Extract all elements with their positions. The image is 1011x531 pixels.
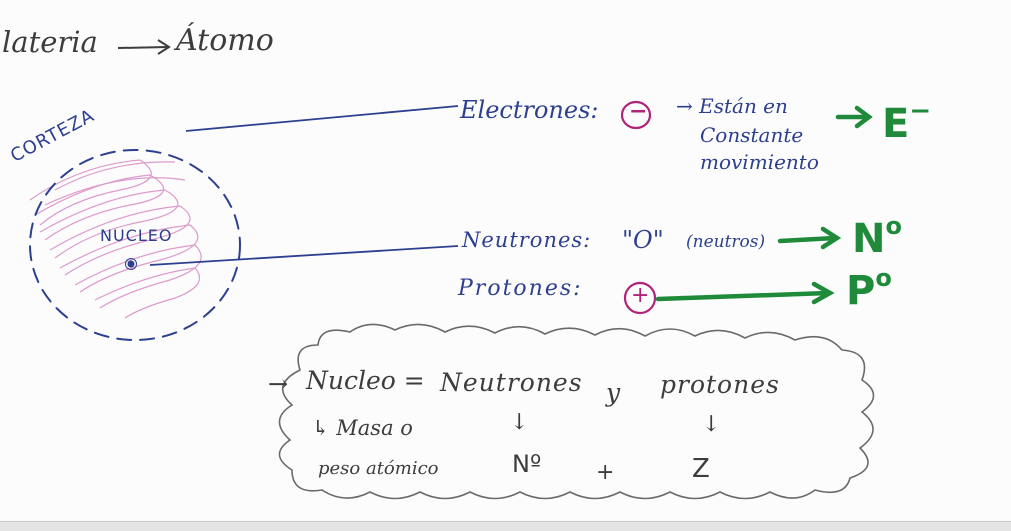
proton-sign: +: [631, 283, 650, 308]
electrones-label: Electrones:: [460, 96, 599, 124]
electron-sign: −: [629, 99, 648, 124]
green-arrow-electron-icon: [835, 105, 873, 129]
cloud-plus: +: [596, 460, 615, 485]
header-arrow-icon: [117, 39, 171, 55]
electron-desc-line-3: movimiento: [700, 150, 819, 174]
neutron-charge: "O": [622, 226, 664, 254]
electron-desc-line-1: → Están en: [676, 94, 788, 118]
proton-symbol-letter: P: [846, 268, 876, 314]
atom-shell-outline: [29, 149, 241, 341]
nucleo-label: NUCLEO: [100, 226, 173, 245]
nucleus-dot: [127, 260, 135, 268]
header-atomo: Átomo: [176, 23, 274, 58]
electron-sign-circle: [620, 100, 652, 130]
proton-sign-circle: [623, 281, 657, 315]
cloud-arrow-down-right-icon: ↓: [702, 412, 721, 437]
neutrones-label: Neutrones:: [462, 228, 592, 252]
cloud-prefix-arrow-icon: →: [268, 370, 289, 398]
protones-label: Protones:: [458, 276, 583, 301]
cloud-neutrones: Neutrones: [440, 368, 583, 397]
electron-desc-line-2: Constante: [700, 123, 804, 147]
atom-pink-hatching: [29, 159, 202, 319]
cloud-protones: protones: [660, 370, 780, 399]
nucleus-connector-line: [149, 245, 459, 266]
header-materia: lateria: [2, 25, 98, 59]
cloud-masa: ↳ Masa o: [312, 416, 413, 440]
cloud-peso-atomico: peso atómico: [318, 458, 439, 479]
cloud-arrow-down-left-icon: ↓: [510, 410, 529, 435]
page-bottom-edge: [0, 521, 1011, 531]
neutron-note: (neutros): [686, 232, 766, 252]
nucleus-ring: [125, 258, 137, 270]
proton-symbol: Po: [846, 266, 892, 311]
electron-symbol: E−: [882, 98, 931, 144]
neutron-symbol-letter: N: [852, 216, 886, 262]
cloud-nucleo-eq: Nucleo =: [306, 366, 425, 395]
neutron-symbol-sup: o: [885, 212, 902, 240]
electron-symbol-letter: E: [882, 101, 910, 147]
cloud-conjunction: y: [606, 378, 621, 407]
cloud-symbol-n: Nº: [512, 450, 542, 478]
green-arrow-proton-icon: [655, 281, 835, 305]
green-arrow-neutron-icon: [777, 226, 842, 250]
summary-cloud-outline: [278, 323, 875, 500]
neutron-symbol: No: [852, 214, 902, 259]
proton-symbol-sup: o: [875, 264, 892, 292]
cloud-symbol-z: Z: [692, 454, 710, 484]
electron-symbol-sup: −: [909, 96, 932, 126]
electron-connector-line: [185, 105, 459, 132]
